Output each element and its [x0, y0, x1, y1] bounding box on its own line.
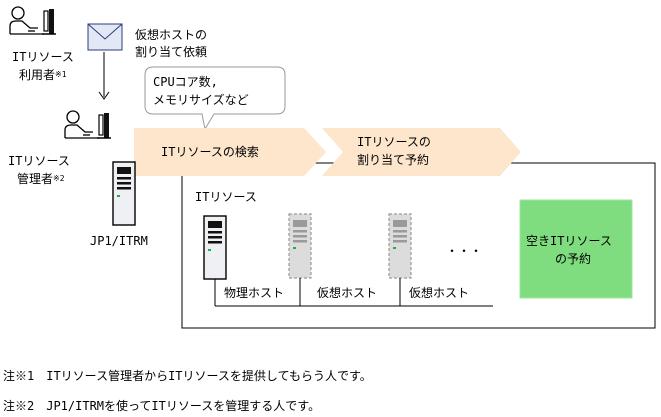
callout-text-line1: CPUコア数,	[153, 75, 218, 89]
admin-label-line2: 管理者※2	[17, 171, 65, 187]
free-resource-label-line1: 空きITリソース	[526, 234, 612, 248]
user-note-mark: ※1	[55, 70, 67, 79]
mail-envelope-icon	[87, 23, 123, 51]
jp1-itrm-label: JP1/ITRM	[90, 234, 148, 248]
physical-host-label: 物理ホスト	[224, 286, 285, 300]
search-step-arrow	[134, 128, 326, 176]
user-label-line1: ITリソース	[12, 50, 74, 64]
user-person-icon	[9, 6, 44, 35]
more-hosts-ellipsis: ・・・	[446, 244, 483, 258]
user-label-line2: 利用者※1	[19, 67, 67, 83]
virtual-host-label-1: 仮想ホスト	[317, 286, 378, 300]
admin-monitor-icon	[97, 113, 111, 139]
virtual-host-server-icon	[288, 213, 312, 279]
footnote-1: 注※1 ITリソース管理者からITリソースを提供してもらう人です。	[3, 369, 372, 383]
search-step-label: ITリソースの検索	[161, 145, 259, 159]
virtual-host-server-icon	[388, 213, 412, 279]
user-label-text: 利用者	[19, 68, 56, 82]
free-resource-reservation-box	[519, 199, 633, 299]
virtual-host-label-2: 仮想ホスト	[409, 286, 470, 300]
admin-person-icon	[64, 110, 99, 139]
reserve-step-label-line2: 割り当て予約	[357, 153, 430, 167]
jp1-server-icon	[112, 161, 136, 226]
admin-note-mark: ※2	[53, 174, 65, 183]
reserve-step-arrow	[322, 128, 521, 176]
footnote-2: 注※2 JP1/ITRMを使ってITリソースを管理する人です。	[3, 399, 321, 413]
request-text-line1: 仮想ホストの	[135, 28, 208, 42]
request-flow-arrow	[98, 52, 110, 100]
host-connection-lines	[214, 278, 493, 307]
physical-host-server-icon	[203, 215, 227, 280]
request-text-line2: 割り当て依頼	[135, 45, 208, 59]
free-resource-label-line2: の予約	[555, 252, 592, 266]
spec-callout-bubble	[144, 66, 286, 131]
user-monitor-icon	[42, 9, 56, 35]
resource-box-title: ITリソース	[195, 190, 257, 204]
admin-label-line1: ITリソース	[8, 154, 70, 168]
callout-text-line2: メモリサイズなど	[153, 93, 249, 107]
reserve-step-label-line1: ITリソースの	[357, 135, 431, 149]
admin-label-text: 管理者	[17, 172, 54, 186]
